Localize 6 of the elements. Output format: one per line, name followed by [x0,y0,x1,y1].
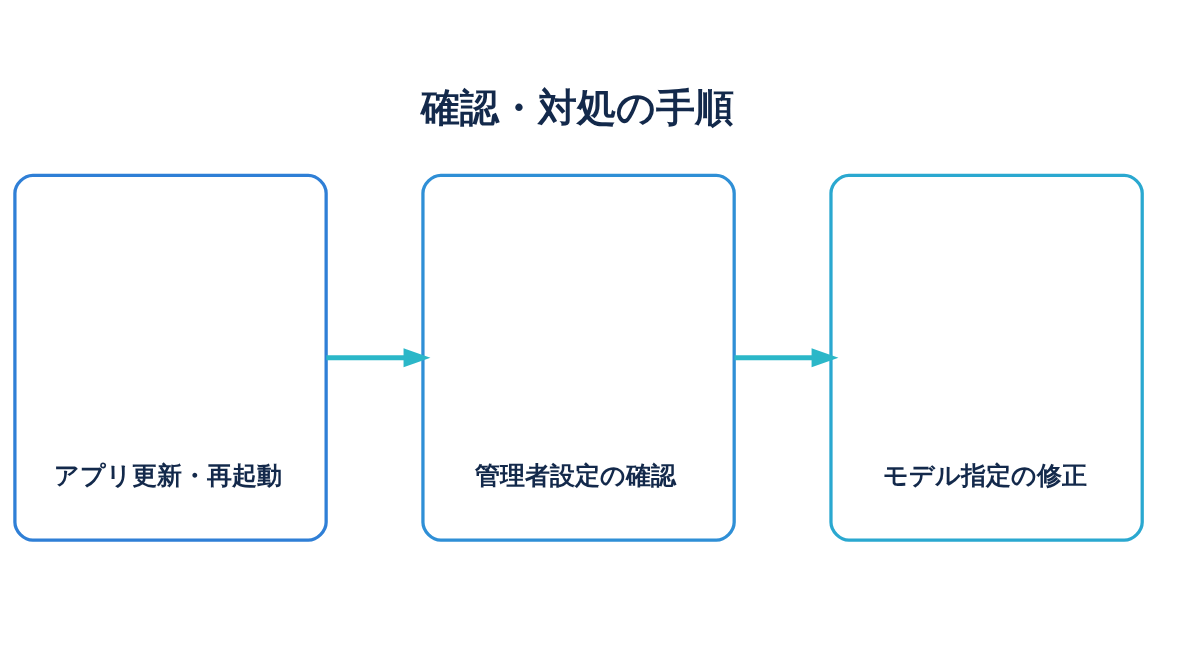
diagram-title: 確認・対処の手順 [421,85,735,131]
node-box: アプリ更新・再起動 [13,173,328,542]
node-box: 管理者設定の確認 [421,173,736,542]
node-box: モデル指定の修正 [829,173,1144,542]
arrow [734,348,839,368]
arrow [326,348,431,368]
